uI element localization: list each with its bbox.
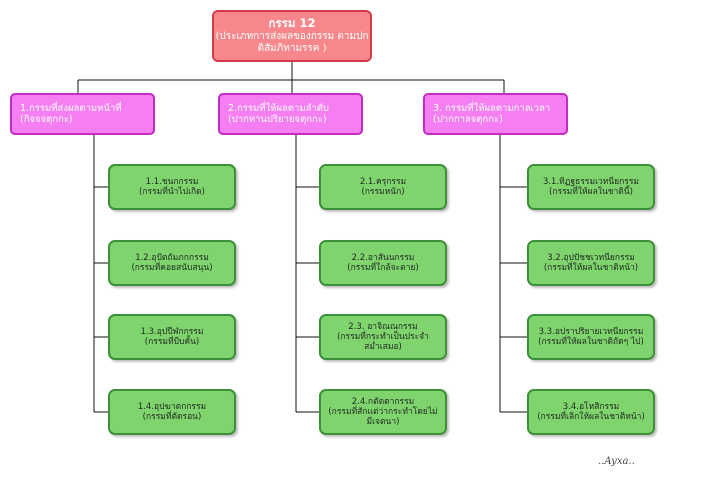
leaf-title: 3.2.อุปปัชชเวทนียกรรม [547, 252, 635, 263]
leaf-title: 2.1.ครุกรรม [359, 176, 407, 187]
leaf-node-3-2: 3.2.อุปปัชชเวทนียกรรม (กรรมที่ให้ผลในชาต… [527, 240, 655, 286]
leaf-node-1-1: 1.1.ชนกกรรม (กรรมที่นำไปเกิด) [108, 164, 236, 210]
category-label: 2.กรรมที่ให้ผลตามลำดับ [228, 102, 329, 114]
leaf-node-1-4: 1.4.อุปฆาตกกรรม (กรรมที่ตัดรอน) [108, 389, 236, 435]
leaf-title: 3.1.ทิฏฐธรรมเวทนียกรรม [542, 176, 640, 187]
category-label: 1.กรรมที่ส่งผลตามหน้าที่ [20, 102, 122, 114]
root-subtitle: (ประเภทการส่งผลของกรรม ตามปกติสัมภิทามรร… [215, 30, 369, 54]
leaf-node-2-3: 2.3. อาจิณณกรรม (กรรมที่กระทำเป็นประจำ ส… [319, 314, 447, 360]
leaf-title: 3.4.อโหสิกรรม [562, 401, 620, 412]
leaf-title: 2.4.กตัตตากรรม [351, 396, 415, 407]
leaf-node-2-4: 2.4.กตัตตากรรม (กรรมที่สักแต่ว่ากระทำโดย… [319, 389, 447, 435]
category-label: 3. กรรมที่ให้ผลตามกาลเวลา [433, 102, 551, 114]
leaf-desc-continued: มีเจตนา) [366, 417, 400, 428]
leaf-node-3-3: 3.3.อปราปริยายเวทนียกรรม (กรรมที่ให้ผลใน… [527, 314, 655, 360]
leaf-title: 3.3.อปราปริยายเวทนียกรรม [538, 326, 644, 337]
category-node-3: 3. กรรมที่ให้ผลตามกาลเวลา (ปากกาลจตุกกะ) [423, 93, 568, 135]
category-sub: (ปากกาลจตุกกะ) [433, 114, 503, 125]
leaf-desc: (กรรมที่ใกล้จะตาย) [347, 263, 419, 273]
leaf-desc: (กรรมที่ให้ผลในชาติถัดๆ ไป) [538, 337, 644, 347]
leaf-desc-continued: สม่ำเสมอ) [364, 342, 402, 353]
leaf-title: 1.3.อุปปีฬกกรรม [140, 326, 204, 337]
root-title: กรรม 12 [268, 16, 316, 31]
leaf-node-3-1: 3.1.ทิฏฐธรรมเวทนียกรรม (กรรมที่ให้ผลในชา… [527, 164, 655, 210]
category-node-1: 1.กรรมที่ส่งผลตามหน้าที่ (กิจจจตุกกะ) [10, 93, 155, 135]
leaf-desc: (กรรมที่คอยสนับสนุน) [131, 263, 213, 273]
leaf-title: 2.3. อาจิณณกรรม [348, 321, 418, 332]
leaf-title: 1.1.ชนกกรรม [145, 176, 199, 187]
leaf-node-1-2: 1.2.อุปัตถัมภกกรรม (กรรมที่คอยสนับสนุน) [108, 240, 236, 286]
leaf-desc: (กรรมที่ให้ผลในชาติหน้า) [543, 263, 639, 273]
leaf-desc: (กรรมที่ให้ผลในชาตินี้) [549, 187, 633, 197]
leaf-desc: (กรรมที่เลิกให้ผลในชาติหน้า) [537, 412, 645, 422]
leaf-node-2-2: 2.2.อาสันนกรรม (กรรมที่ใกล้จะตาย) [319, 240, 447, 286]
author-signature: ..Ayxa.. [598, 456, 635, 467]
leaf-title: 1.2.อุปัตถัมภกกรรม [135, 252, 209, 263]
leaf-desc: (กรรมที่นำไปเกิด) [139, 187, 205, 197]
leaf-node-1-3: 1.3.อุปปีฬกกรรม (กรรมที่บีบคั้น) [108, 314, 236, 360]
leaf-desc: (กรรมที่สักแต่ว่ากระทำโดยไม่ [328, 406, 438, 417]
leaf-desc: (กรรมที่กระทำเป็นประจำ [337, 331, 429, 342]
leaf-node-2-1: 2.1.ครุกรรม (กรรมหนัก) [319, 164, 447, 210]
leaf-desc: (กรรมที่บีบคั้น) [144, 337, 200, 347]
root-node: กรรม 12 (ประเภทการส่งผลของกรรม ตามปกติสั… [212, 10, 372, 62]
leaf-title: 1.4.อุปฆาตกกรรม [137, 401, 207, 412]
leaf-node-3-4: 3.4.อโหสิกรรม (กรรมที่เลิกให้ผลในชาติหน้… [527, 389, 655, 435]
category-sub: (กิจจจตุกกะ) [20, 114, 73, 125]
leaf-desc: (กรรมหนัก) [361, 187, 405, 197]
leaf-title: 2.2.อาสันนกรรม [351, 252, 415, 263]
category-sub: (ปากทานปริยายจตุกกะ) [228, 114, 327, 125]
leaf-desc: (กรรมที่ตัดรอน) [142, 412, 202, 422]
category-node-2: 2.กรรมที่ให้ผลตามลำดับ (ปากทานปริยายจตุก… [218, 93, 363, 135]
